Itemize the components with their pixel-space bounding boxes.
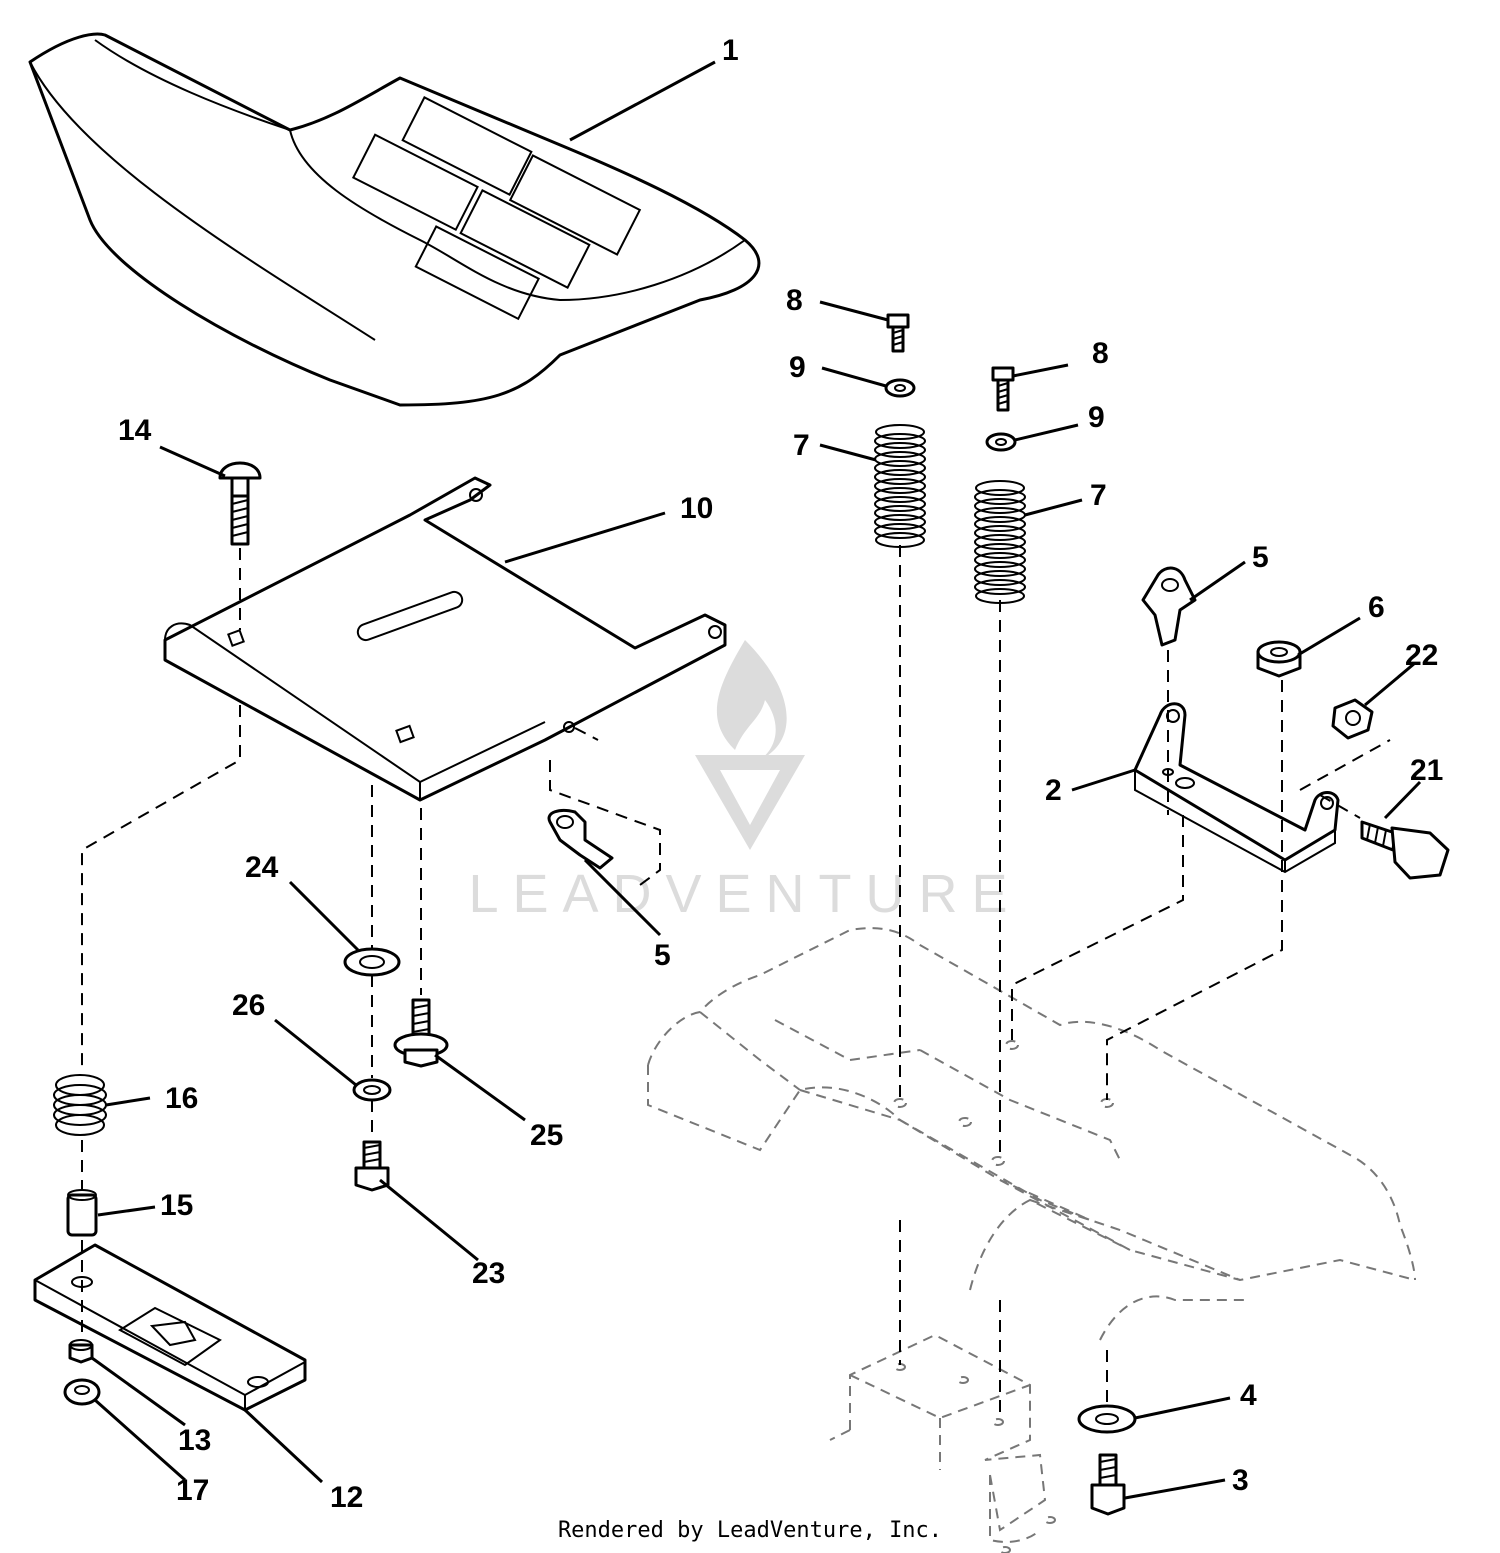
callout-13: 13 [178, 1424, 211, 1457]
nut-22 [1331, 698, 1374, 740]
callout-12: 12 [330, 1481, 363, 1514]
spring-7-right [974, 480, 1026, 604]
callout-4: 4 [1240, 1379, 1257, 1412]
washer-9-left [884, 378, 916, 398]
callout-8a: 8 [786, 284, 803, 317]
callout-5b: 5 [654, 939, 671, 972]
hex-bolt-3 [1090, 1453, 1126, 1516]
callout-17: 17 [176, 1474, 209, 1507]
callout-25: 25 [530, 1119, 563, 1152]
washer-4 [1077, 1404, 1137, 1434]
bolt-8-left [886, 313, 910, 353]
callout-16: 16 [165, 1082, 198, 1115]
washer-9-right [985, 432, 1017, 452]
callout-8b: 8 [1092, 337, 1109, 370]
callout-24: 24 [245, 851, 279, 884]
callout-5a: 5 [1252, 541, 1269, 574]
bolt-21 [1360, 820, 1450, 880]
washer-24 [343, 947, 401, 977]
bolt-8-right [991, 366, 1015, 412]
watermark-logo [695, 640, 805, 850]
watermark-text: LEADVENTURE [468, 864, 1021, 924]
spacer-15 [66, 1189, 98, 1237]
leader-lines [91, 60, 1422, 1500]
callout-14: 14 [118, 414, 152, 447]
hex-bolt-23 [354, 1140, 390, 1192]
callout-2: 2 [1045, 774, 1062, 807]
clip-5-left [547, 808, 614, 870]
callout-10: 10 [680, 492, 713, 525]
assembly-lines [81, 545, 1391, 1420]
lock-nut-6 [1256, 640, 1302, 678]
shoulder-bolt-25 [393, 998, 449, 1068]
lock-washer-26 [352, 1078, 392, 1102]
seat-pan [163, 476, 727, 802]
callout-3: 3 [1232, 1464, 1249, 1497]
mounting-bracket-2 [1133, 702, 1340, 874]
flange-nut-17 [63, 1378, 101, 1406]
clip-5-right [1141, 566, 1197, 647]
callout-9a: 9 [789, 351, 806, 384]
callout-labels: 1 8 8 9 9 7 7 14 10 5 6 22 21 2 24 5 26 … [118, 34, 1443, 1514]
callout-15: 15 [160, 1189, 193, 1222]
callout-22: 22 [1405, 639, 1438, 672]
callout-9b: 9 [1088, 401, 1105, 434]
frame-outline [647, 927, 1416, 1553]
spring-16 [53, 1074, 107, 1136]
callout-6: 6 [1368, 591, 1385, 624]
nut-13 [68, 1339, 94, 1364]
callout-7a: 7 [793, 429, 810, 462]
callout-26: 26 [232, 989, 265, 1022]
spring-7-left [874, 424, 926, 548]
callout-1: 1 [722, 34, 739, 67]
callout-21: 21 [1410, 754, 1443, 787]
callout-23: 23 [472, 1257, 505, 1290]
carriage-bolt [218, 461, 262, 546]
render-credit: Rendered by LeadVenture, Inc. [557, 1518, 943, 1543]
seat [28, 32, 761, 407]
callout-7b: 7 [1090, 479, 1107, 512]
